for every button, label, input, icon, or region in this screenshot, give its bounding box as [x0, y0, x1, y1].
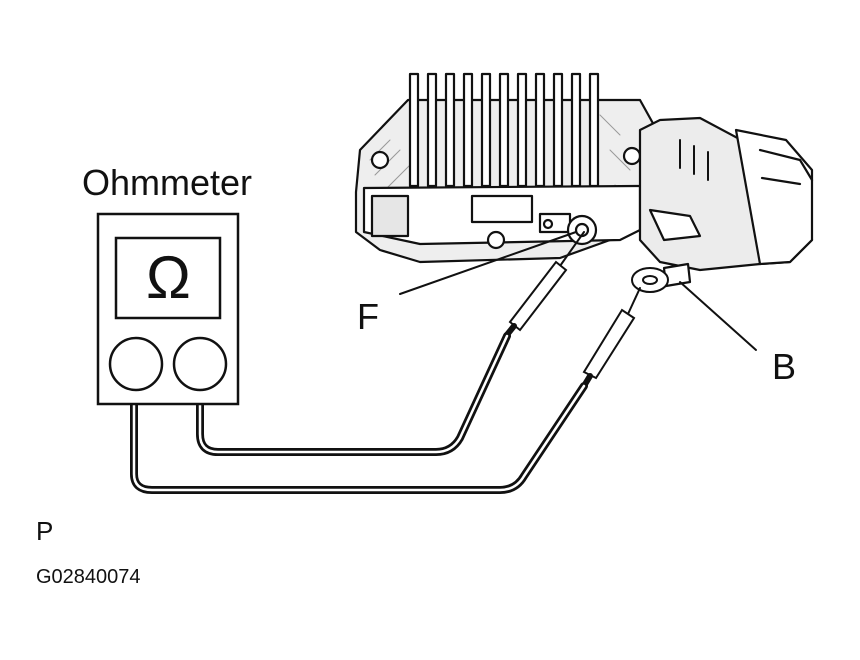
callout-label-b: B [772, 346, 797, 387]
connector-pins [679, 139, 709, 181]
probe-b [581, 267, 669, 389]
callout-label-f: F [357, 296, 379, 337]
lower-mount-hole [486, 230, 506, 250]
test-leads [130, 332, 588, 494]
leader-line-f [399, 231, 577, 295]
mount-hole-left [370, 150, 390, 170]
footer-mark: P [36, 516, 54, 546]
ohm-symbol: Ω [146, 244, 191, 311]
figure-code: G02840074 [36, 566, 141, 588]
f-terminal [566, 214, 598, 246]
ohmmeter-display [114, 236, 222, 320]
ohmmeter-title: Ohmmeter [82, 162, 253, 203]
ohmmeter-jack-left [108, 336, 164, 392]
ohmmeter-jack-right [172, 336, 228, 392]
leader-lines [399, 231, 757, 351]
ohmmeter [96, 212, 240, 406]
leader-line-b [679, 281, 757, 351]
mount-hole-right [622, 146, 642, 166]
voltage-regulator [354, 72, 814, 288]
